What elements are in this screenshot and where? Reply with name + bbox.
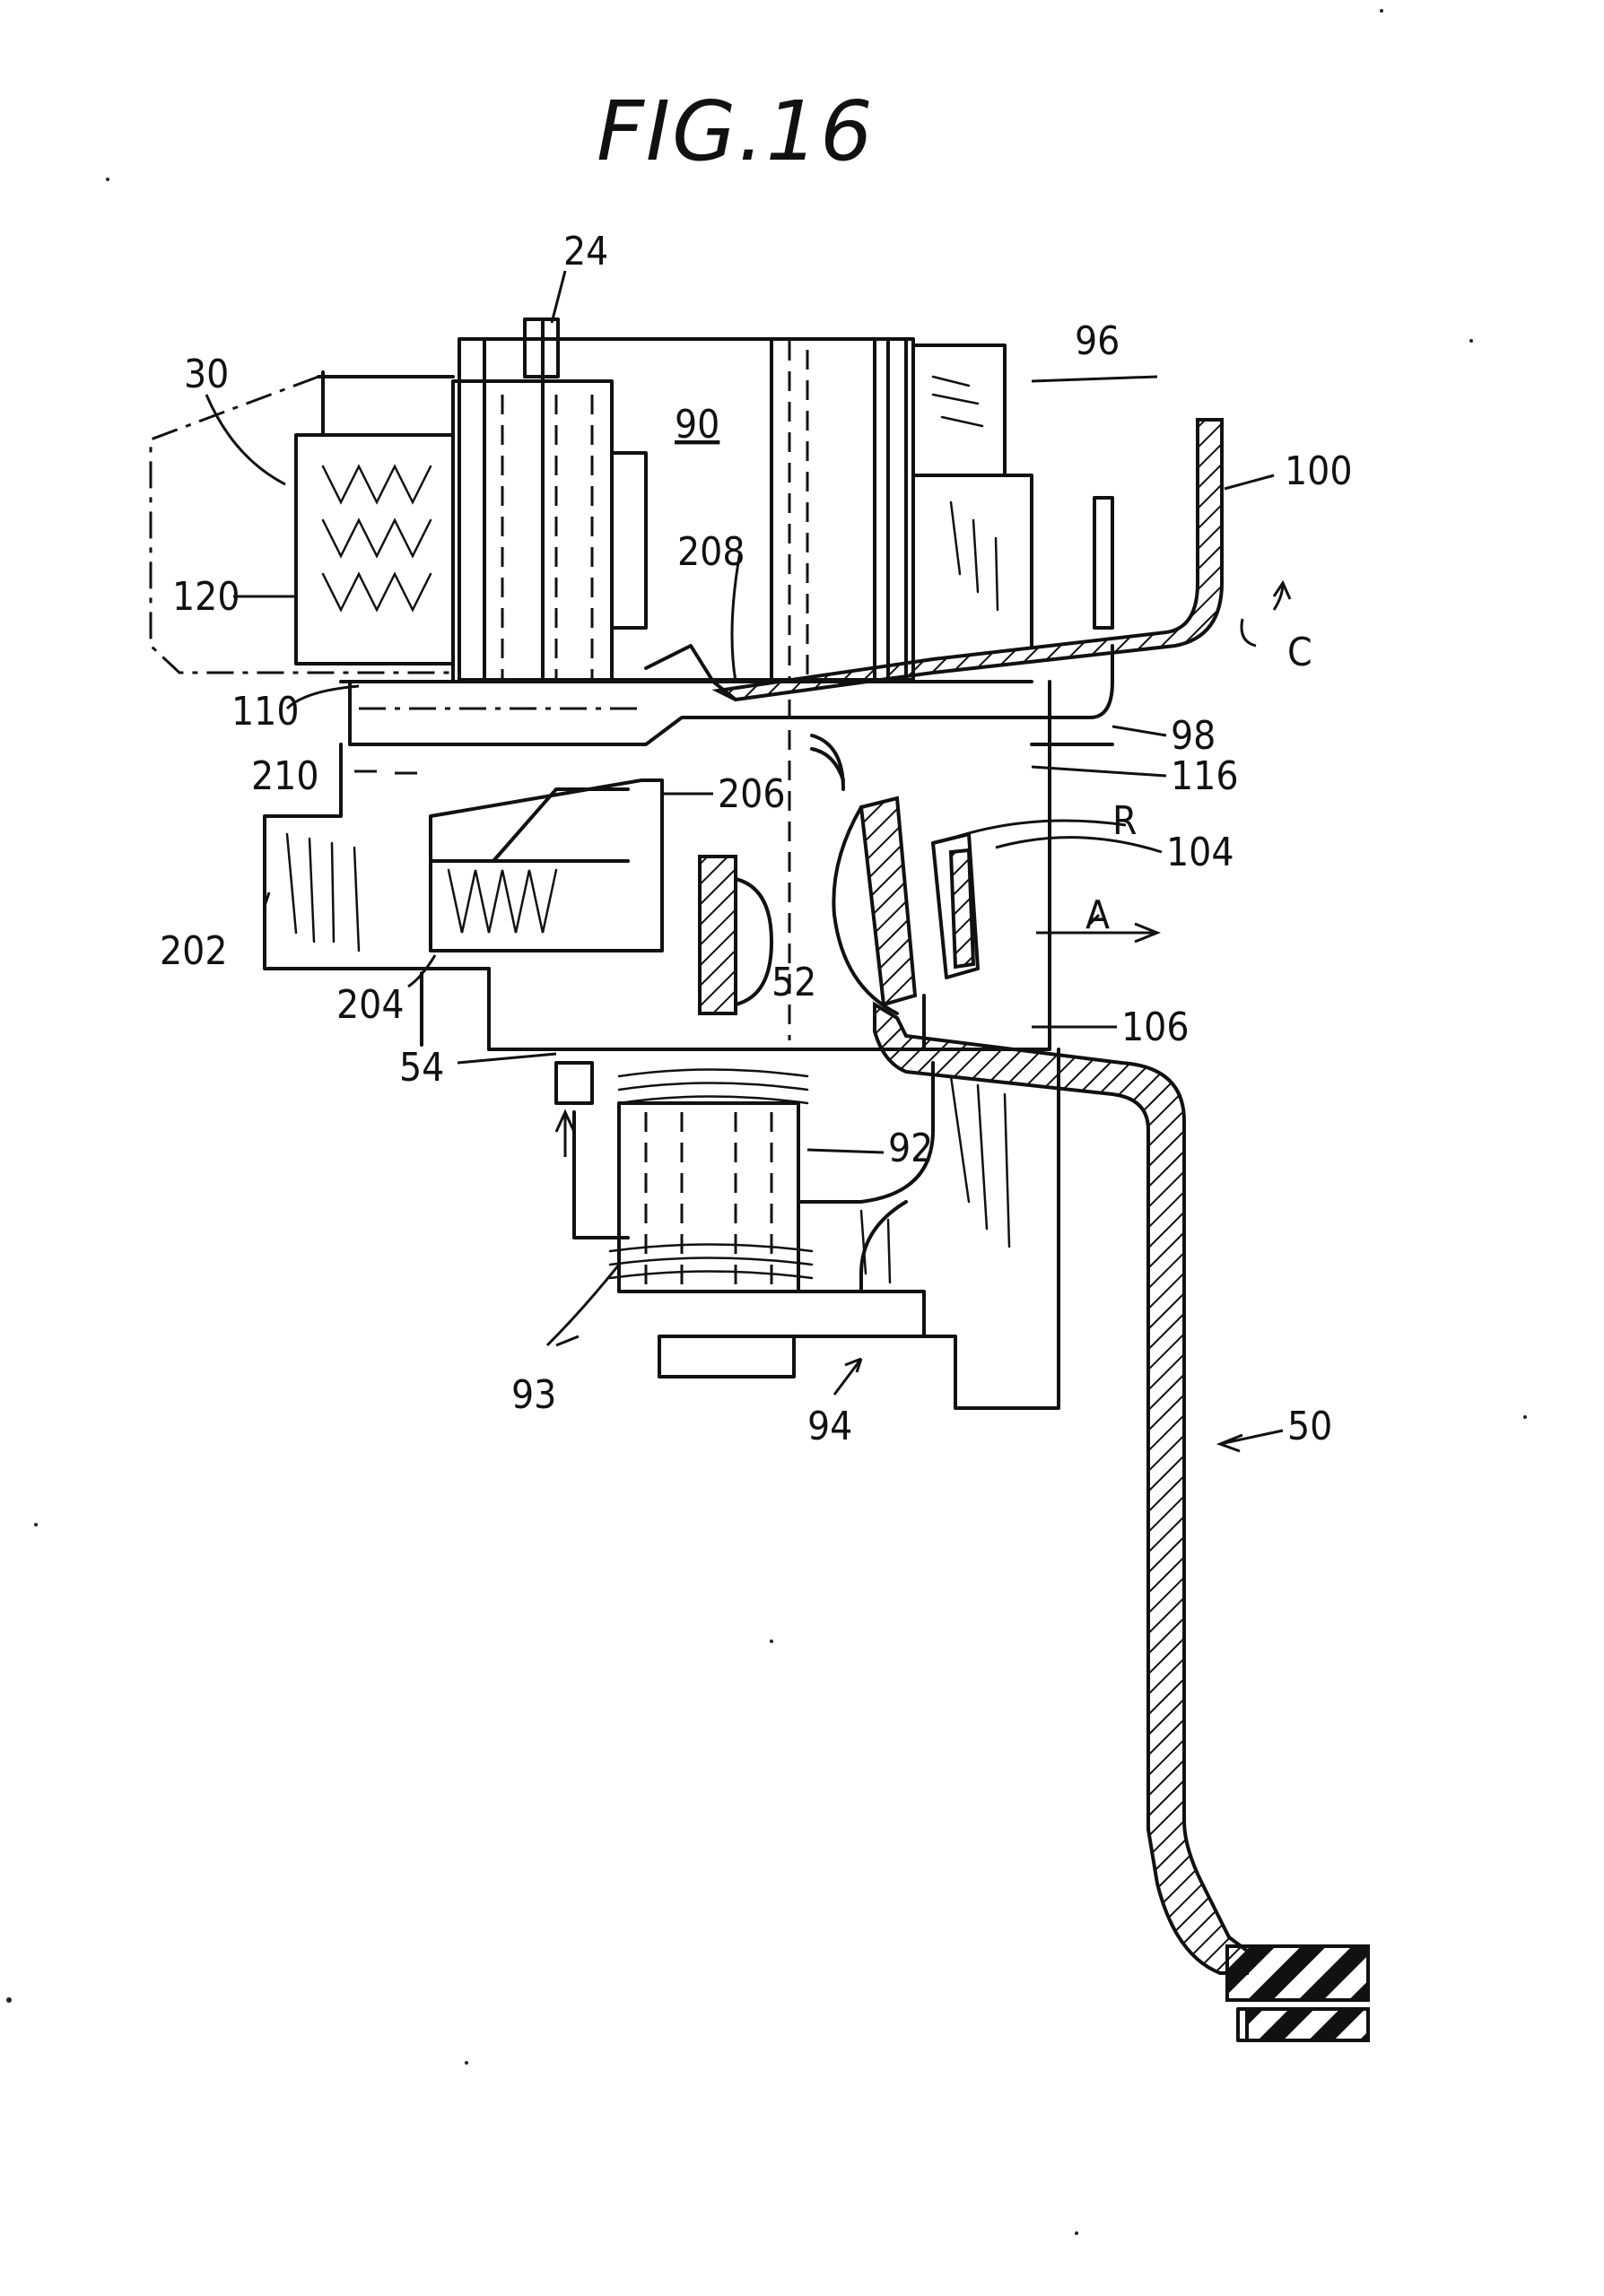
label-C: C xyxy=(1287,630,1312,675)
label-104: 104 xyxy=(1166,830,1234,875)
label-R: R xyxy=(1112,798,1138,844)
label-30: 30 xyxy=(184,352,229,397)
scan-specks xyxy=(6,9,1527,2235)
label-92: 92 xyxy=(888,1126,933,1171)
arm-100 xyxy=(644,418,1224,782)
label-24: 24 xyxy=(563,229,608,274)
label-52: 52 xyxy=(771,960,816,1005)
contact-104 xyxy=(832,796,980,1051)
module-30 xyxy=(149,370,455,674)
label-54: 54 xyxy=(399,1045,444,1091)
leader-lines xyxy=(205,270,1292,1453)
label-116: 116 xyxy=(1171,753,1239,799)
lower-frame xyxy=(554,1048,1060,1410)
label-100: 100 xyxy=(1285,448,1353,494)
label-A: A xyxy=(1085,892,1110,938)
reference-numerals: 24 30 90 96 100 120 208 C 110 98 116 210… xyxy=(160,229,1353,1449)
label-202: 202 xyxy=(160,928,228,974)
label-96: 96 xyxy=(1075,318,1120,364)
spring-50 xyxy=(873,1001,1370,2042)
plunger-24 xyxy=(523,317,560,683)
label-98: 98 xyxy=(1171,713,1216,759)
label-204: 204 xyxy=(336,982,405,1028)
figure-title: FIG.16 xyxy=(597,83,875,179)
label-210: 210 xyxy=(251,753,319,799)
label-50: 50 xyxy=(1287,1404,1332,1449)
solenoid-column xyxy=(451,379,648,683)
lever-52 xyxy=(698,700,845,1040)
label-94: 94 xyxy=(807,1404,852,1449)
label-120: 120 xyxy=(172,574,240,620)
label-90: 90 xyxy=(675,402,719,448)
label-206: 206 xyxy=(718,771,786,817)
label-106: 106 xyxy=(1121,1004,1190,1050)
label-208: 208 xyxy=(677,529,745,575)
latch-206 xyxy=(429,778,664,952)
label-93: 93 xyxy=(511,1372,556,1418)
bracket-96 xyxy=(911,344,1033,648)
label-110: 110 xyxy=(231,689,300,735)
housing-90 xyxy=(458,337,915,683)
